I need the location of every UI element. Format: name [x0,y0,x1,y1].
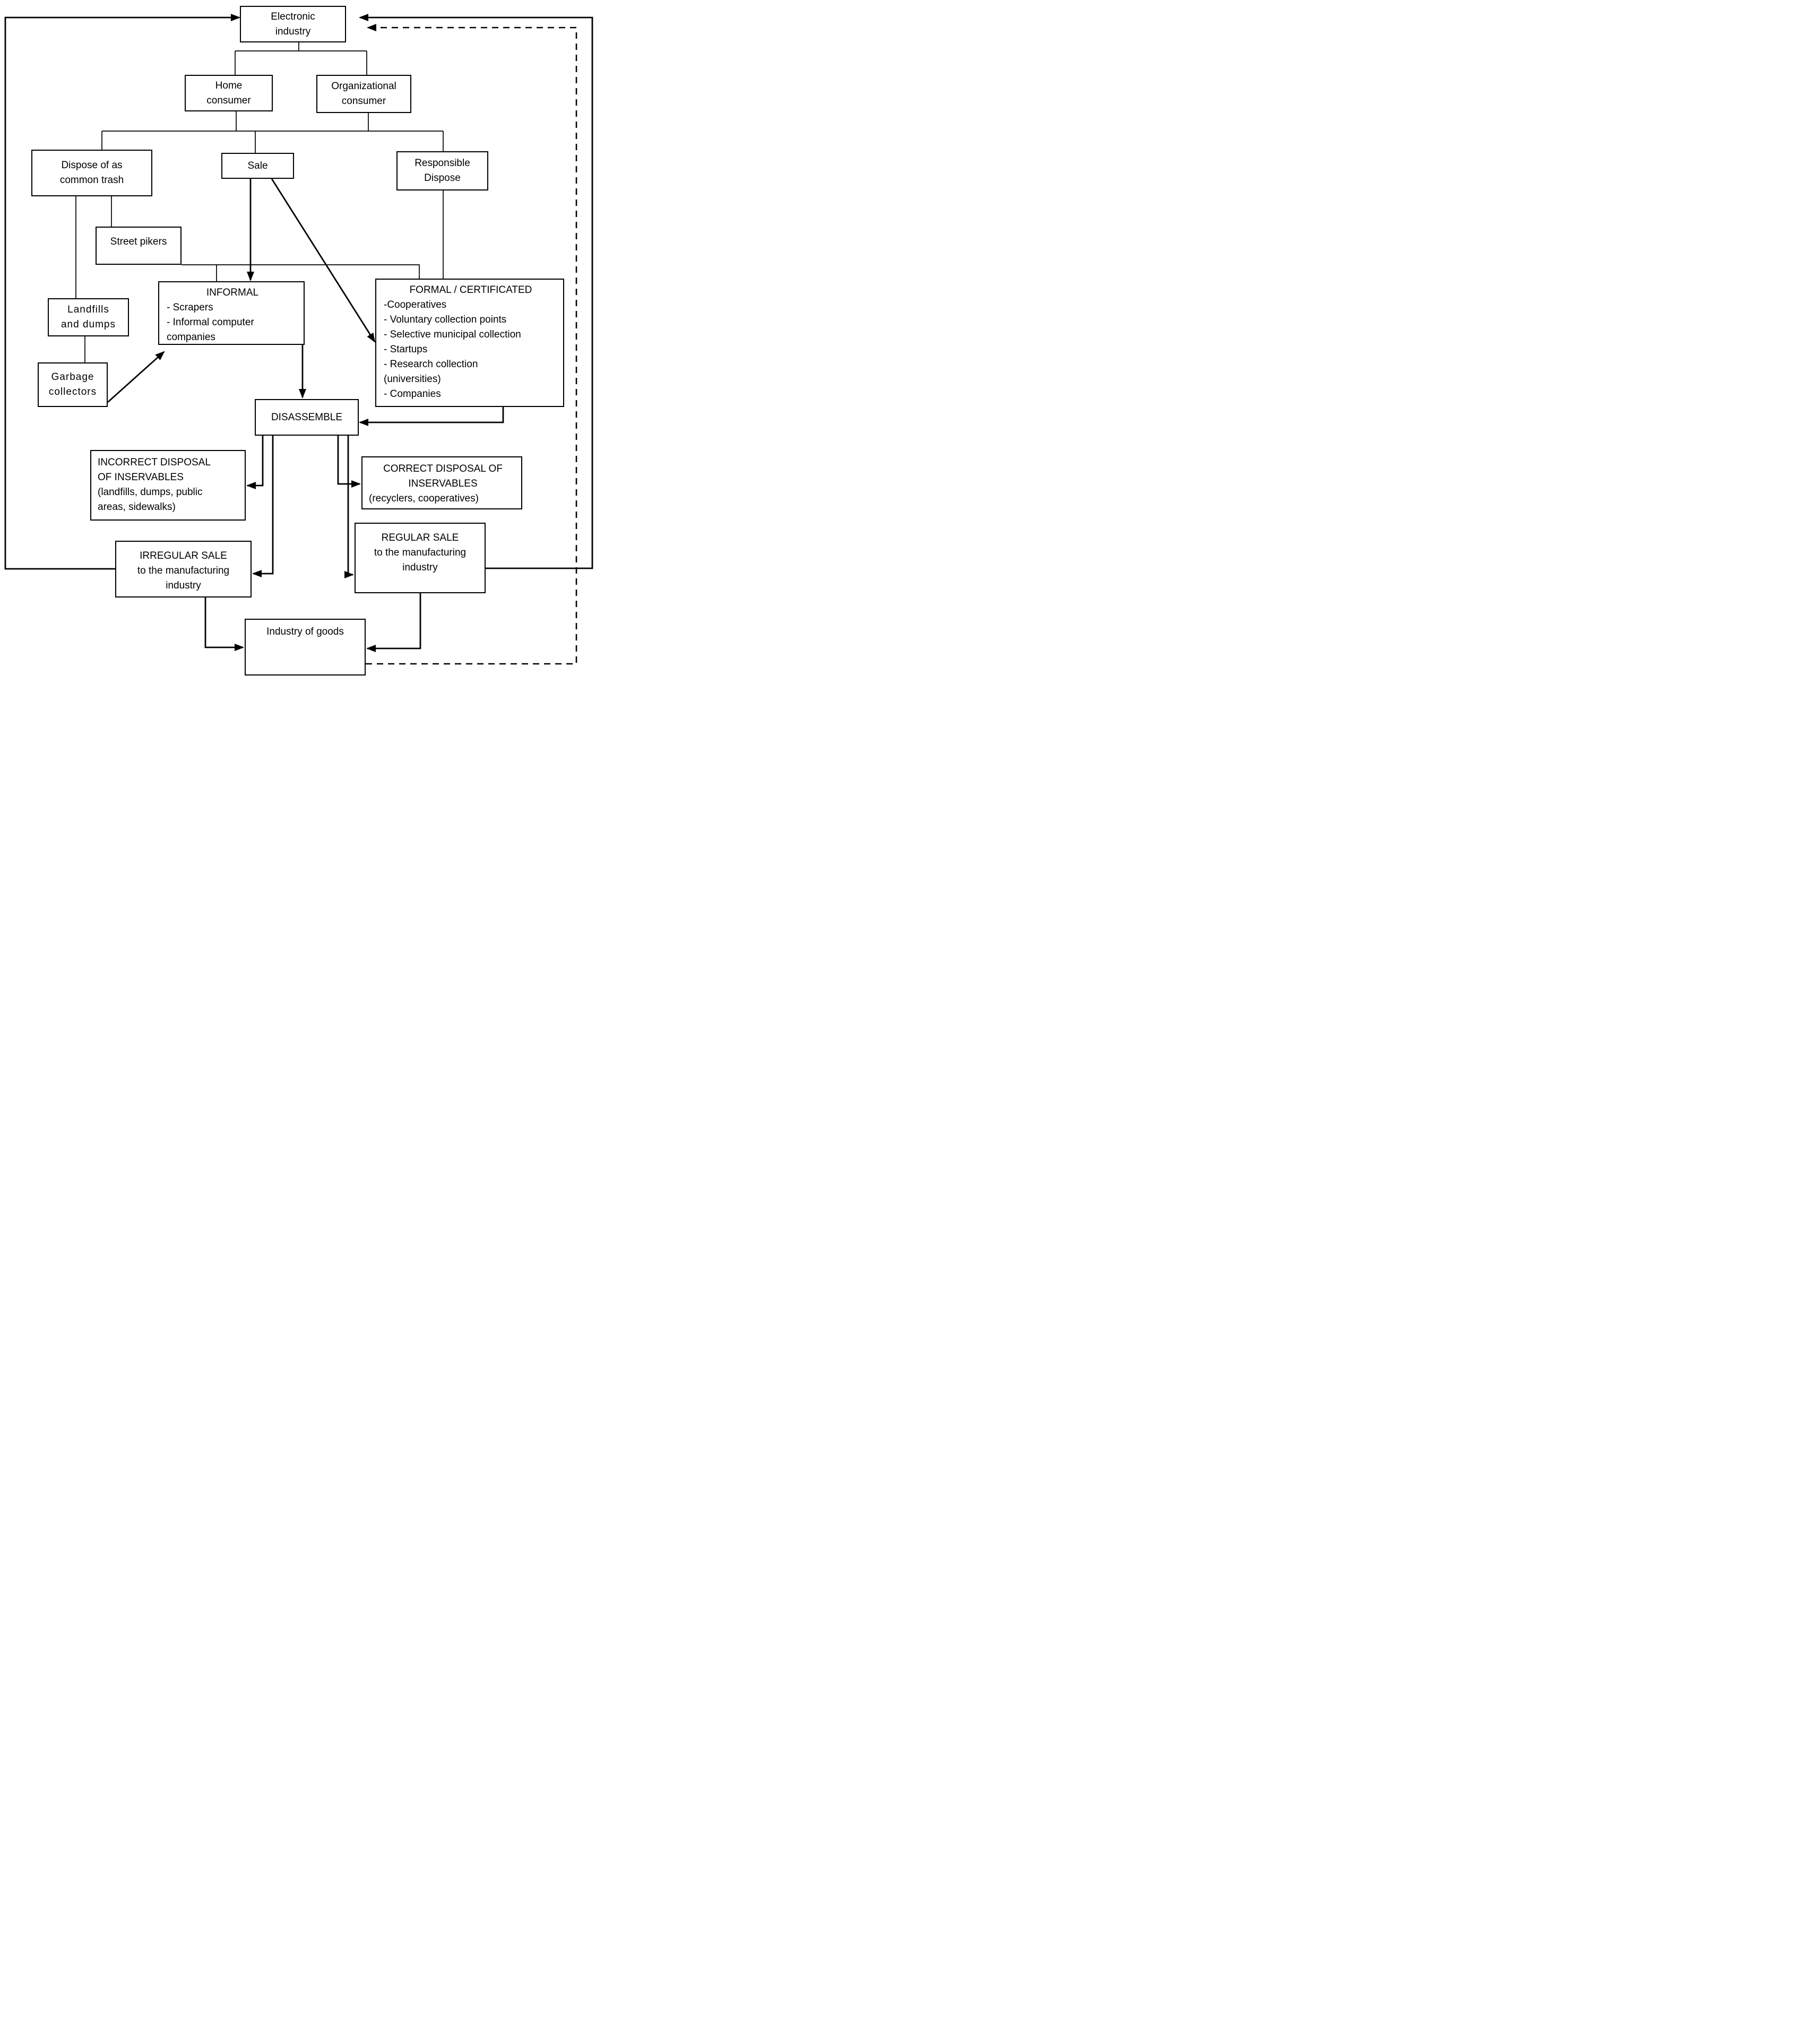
node-label: to the manufacturing [374,547,467,558]
node-label: (recyclers, cooperatives) [369,493,479,504]
node-formal-certificated: FORMAL / CERTIFICATED -Cooperatives - Vo… [375,279,564,407]
node-title: INFORMAL [206,287,259,298]
list-item: - Selective municipal collection [384,329,521,340]
edge-street-pikers-to-formal [182,264,420,279]
arrow-disassemble-to-regular [344,436,354,578]
node-street-pikers: Street pikers [96,227,182,265]
node-label: common trash [59,175,124,186]
node-informal: INFORMAL - Scrapers - Informal computer … [158,281,305,345]
node-label: Garbage [51,371,94,383]
dashed-loop [366,24,577,665]
edge-industry-to-consumers [235,42,367,75]
node-incorrect-disposal: INCORRECT DISPOSAL OF INSERVABLES (landf… [90,450,246,521]
node-garbage-collectors: Garbage collectors [38,362,108,407]
list-item: - Research collection [384,359,478,370]
node-organizational-consumer: Organizational consumer [316,75,411,113]
node-label: CORRECT DISPOSAL OF [383,463,503,474]
node-label: Industry of goods [266,626,344,637]
node-title: FORMAL / CERTIFICATED [409,284,532,296]
arrow-disassemble-to-incorrect [246,436,264,489]
arrow-regular-to-goods [366,593,421,652]
arrow-irregular-loop-to-industry [4,14,240,570]
arrow-edges [4,14,593,652]
node-regular-sale: REGULAR SALE to the manufacturing indust… [355,523,486,593]
arrow-garbage-to-informal [107,351,165,403]
node-electronic-industry: Electronic industry [240,6,346,42]
node-label: Dispose of as [61,160,123,171]
list-item: - Informal computer [167,317,254,328]
node-label: Organizational [331,81,396,92]
node-label: consumer [341,96,386,107]
ewaste-flow-diagram: Electronic industry Home consumer Organi… [0,0,599,681]
node-label: collectors [48,386,97,397]
node-label: Landfills [67,304,109,315]
node-dispose-common-trash: Dispose of as common trash [31,150,152,196]
node-label: Dispose [424,172,461,184]
node-responsible-dispose: Responsible Dispose [396,151,488,190]
connector-lines [4,14,593,665]
node-label: areas, sidewalks) [98,501,176,513]
node-label: DISASSEMBLE [271,411,343,423]
node-label: consumer [206,94,251,106]
arrow-disassemble-to-irregular [252,436,274,577]
node-sale: Sale [221,153,294,179]
node-landfills-and-dumps: Landfills and dumps [48,298,129,336]
node-label: Street pikers [110,236,167,247]
list-item: companies [167,332,215,343]
list-item: (universities) [384,374,441,385]
arrow-goods-loop-to-industry [366,24,577,665]
node-label: Electronic [271,11,315,22]
node-label: REGULAR SALE [381,532,459,543]
arrow-sale-to-formal [271,178,376,343]
node-irregular-sale: IRREGULAR SALE to the manufacturing indu… [115,541,252,597]
node-label: industry [402,562,438,573]
node-label: to the manufacturing [137,565,230,576]
node-label: Responsible [415,158,470,169]
node-industry-of-goods: Industry of goods [245,619,366,675]
node-label: Home [215,80,243,91]
node-disassemble: DISASSEMBLE [255,399,359,436]
list-item: - Startups [384,344,428,355]
node-label: INCORRECT DISPOSAL [98,457,211,468]
list-item: - Scrapers [167,302,213,313]
node-label: IRREGULAR SALE [140,550,227,561]
tree-edges [75,42,444,362]
arrow-irregular-to-goods [204,597,244,651]
arrow-formal-to-disassemble [359,407,504,426]
node-home-consumer: Home consumer [185,75,273,111]
node-label: industry [275,25,311,37]
node-label: (landfills, dumps, public [98,487,203,498]
node-label: and dumps [61,319,116,330]
node-label: INSERVABLES [408,478,478,489]
node-label: industry [166,580,201,591]
list-item: - Companies [384,388,441,400]
edge-consumers-to-actions [101,111,444,153]
node-label: OF INSERVABLES [98,472,184,483]
list-item: - Voluntary collection points [384,314,507,325]
arrow-disassemble-to-correct [337,436,361,488]
node-label: Sale [247,160,268,171]
arrow-regular-loop-to-industry [359,14,593,569]
list-item: -Cooperatives [384,299,447,310]
node-correct-disposal: CORRECT DISPOSAL OF INSERVABLES (recycle… [361,456,522,509]
